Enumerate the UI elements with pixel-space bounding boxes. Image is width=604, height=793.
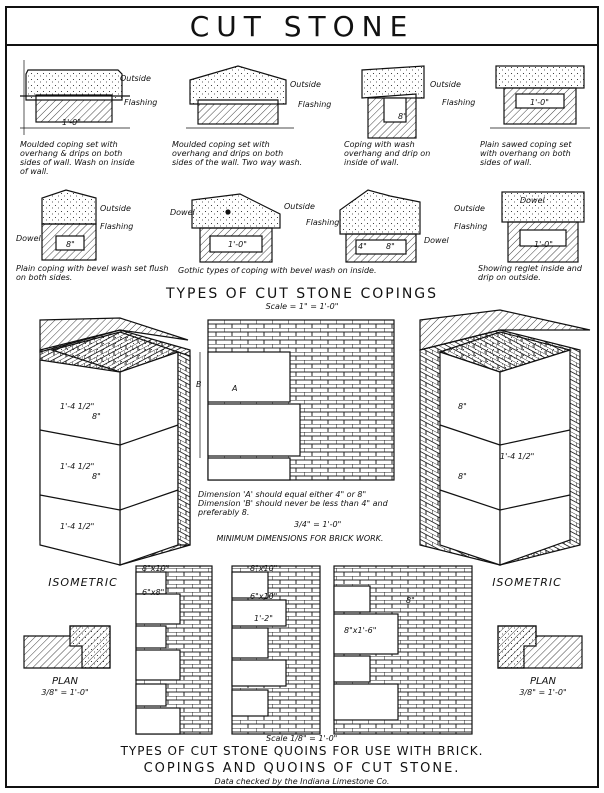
- label-dowel-6: Dowel: [170, 208, 195, 217]
- coping-detail-4: [490, 65, 590, 129]
- copings-heading: TYPES OF CUT STONE COPINGS: [165, 286, 439, 302]
- elev-label-7: 8"x1'-6": [344, 626, 377, 635]
- title-rule: [7, 44, 597, 46]
- label-flashing-8: Flashing: [454, 222, 488, 231]
- label-outside-1: Outside: [120, 74, 151, 83]
- coping-detail-3: [361, 65, 425, 139]
- caption-coping-5: Plain coping with bevel wash set flush o…: [16, 264, 169, 282]
- iso-right-dim-8b: 8": [458, 472, 467, 481]
- caption-coping-6: Gothic types of coping with bevel wash o…: [178, 266, 377, 275]
- label-dim-4: 1'-0": [530, 98, 549, 107]
- brick-elevation-center: [199, 319, 395, 481]
- iso-left-dim-8a: 8": [92, 412, 101, 421]
- elev-label-6: 8": [406, 596, 415, 605]
- caption-coping-4: Plain sawed coping set with overhang on …: [480, 140, 572, 167]
- brick-scale: 3/4" = 1'-0": [294, 520, 342, 529]
- coping-detail-2: [186, 65, 294, 129]
- isometric-left-quoin: [39, 317, 191, 566]
- footer-credit: Data checked by the Indiana Limestone Co…: [214, 777, 390, 786]
- page-title: CUT STONE: [189, 10, 415, 43]
- label-flashing-1: Flashing: [124, 98, 158, 107]
- copings-scale: Scale = 1" = 1'-0": [265, 302, 339, 311]
- quoin-elevation-1: [135, 565, 213, 735]
- coping-detail-1: [20, 60, 130, 135]
- label-dowel-7: Dowel: [424, 236, 449, 245]
- label-dim-5: 8": [66, 240, 75, 249]
- brick-work-heading: MINIMUM DIMENSIONS FOR BRICK WORK.: [216, 534, 384, 543]
- isometric-right-quoin: [419, 309, 591, 566]
- label-outside-3: Outside: [430, 80, 461, 89]
- label-flashing-6: Flashing: [306, 218, 340, 227]
- coping-detail-7: [339, 189, 421, 263]
- elev-label-5: 1'-2": [254, 614, 273, 623]
- label-flashing-2: Flashing: [298, 100, 332, 109]
- quoin-elevation-3: [333, 565, 473, 735]
- coping-detail-5: [41, 189, 97, 261]
- label-dowel-8: Dowel: [520, 196, 545, 205]
- elev-label-2: 6"x8": [142, 588, 165, 597]
- label-flashing-3: Flashing: [442, 98, 476, 107]
- label-outside-5: Outside: [100, 204, 131, 213]
- label-dowel-5: Dowel: [16, 234, 41, 243]
- elev-label-1: 8"x10": [142, 564, 170, 573]
- plan-left: [23, 625, 111, 669]
- elev-scale: Scale 1/8" = 1'-0": [266, 734, 338, 743]
- plan-left-scale: 3/8" = 1'-0": [41, 688, 89, 697]
- label-dim-7b: 8": [386, 242, 395, 251]
- coping-detail-6: [191, 193, 281, 263]
- isometric-right-label: ISOMETRIC: [492, 576, 562, 589]
- iso-left-dim-3: 1'-4 1/2": [60, 522, 95, 531]
- caption-coping-1: Moulded coping set with overhang & drips…: [20, 140, 135, 176]
- label-outside-6: Outside: [284, 202, 315, 211]
- brick-dim-A: A: [232, 384, 238, 393]
- label-outside-2: Outside: [290, 80, 321, 89]
- quoins-heading: TYPES OF CUT STONE QUOINS FOR USE WITH B…: [120, 744, 484, 758]
- brick-dimension-note: Dimension 'A' should equal either 4" or …: [198, 490, 388, 517]
- label-outside-8: Outside: [454, 204, 485, 213]
- plan-right-scale: 3/8" = 1'-0": [519, 688, 567, 697]
- plan-right-label: PLAN: [530, 676, 556, 687]
- label-dim-6: 1'-0": [228, 240, 247, 249]
- plan-right: [497, 625, 583, 669]
- quoin-elevation-2: [231, 565, 321, 735]
- iso-left-dim-2: 1'-4 1/2": [60, 462, 95, 471]
- elev-label-4: 6"x10": [250, 592, 278, 601]
- label-dim-7a: 4": [358, 242, 367, 251]
- sheet-border: [5, 6, 599, 788]
- plan-left-label: PLAN: [52, 676, 78, 687]
- caption-coping-7: Showing reglet inside and drip on outsid…: [478, 264, 582, 282]
- iso-left-dim-8b: 8": [92, 472, 101, 481]
- iso-left-dim-1: 1'-4 1/2": [60, 402, 95, 411]
- footer-title: COPINGS AND QUOINS OF CUT STONE.: [143, 761, 461, 776]
- isometric-left-label: ISOMETRIC: [48, 576, 118, 589]
- label-dim-1: 1'-0": [62, 118, 81, 127]
- caption-coping-3: Coping with wash overhang and drip on in…: [344, 140, 431, 167]
- label-flashing-5: Flashing: [100, 222, 134, 231]
- iso-right-dim-8a: 8": [458, 402, 467, 411]
- elev-label-3: 8"x10": [250, 564, 278, 573]
- label-dim-8: 1'-0": [534, 240, 553, 249]
- iso-right-dim-1: 1'-4 1/2": [500, 452, 535, 461]
- label-dim-3: 8": [398, 112, 407, 121]
- brick-dim-B: B: [196, 380, 202, 389]
- coping-detail-8: [501, 191, 585, 263]
- caption-coping-2: Moulded coping set with overhang and dri…: [172, 140, 303, 167]
